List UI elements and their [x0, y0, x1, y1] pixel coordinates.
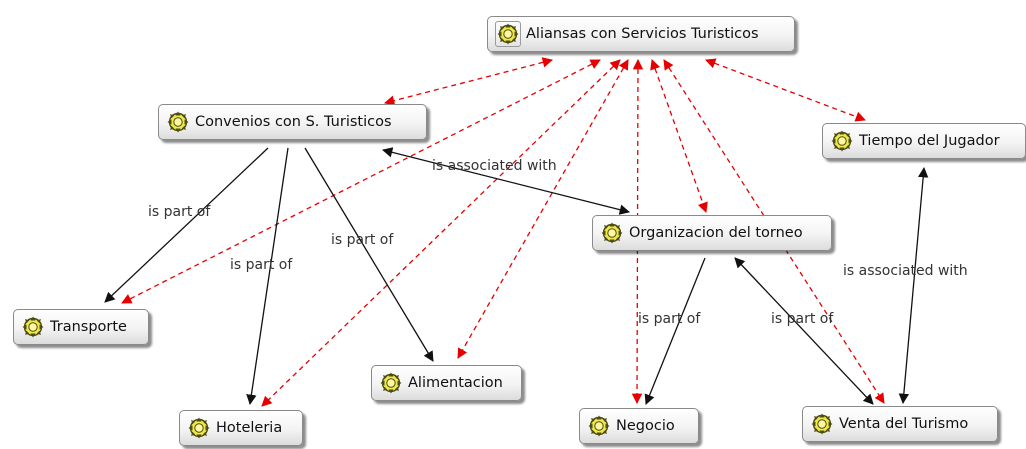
edge-label-org-venta: is part of	[771, 311, 834, 327]
edge-root-tiempo[interactable]	[705, 58, 866, 122]
edge-root-venta[interactable]	[663, 59, 885, 404]
node-label: Negocio	[616, 418, 675, 434]
edge-label-conv-hoteleria: is part of	[230, 257, 293, 273]
node-label: Transporte	[50, 319, 127, 335]
concept-node-venta[interactable]: Venta del Turismo	[802, 406, 998, 442]
node-label: Convenios con S. Turisticos	[195, 114, 392, 130]
concept-icon	[811, 413, 833, 435]
concept-node-transporte[interactable]: Transporte	[13, 309, 149, 345]
edge-root-transporte[interactable]	[121, 59, 601, 304]
node-label: Organizacion del torneo	[629, 225, 803, 241]
concept-icon	[22, 316, 44, 338]
concept-icon	[380, 372, 402, 394]
concept-node-convenios[interactable]: Convenios con S. Turisticos	[158, 104, 427, 140]
node-label: Hoteleria	[216, 420, 283, 436]
edge-tiempo-venta[interactable]	[898, 166, 929, 405]
concept-icon	[588, 415, 610, 437]
node-label: Alimentacion	[408, 375, 503, 391]
concept-node-tiempo[interactable]: Tiempo del Jugador	[822, 123, 1026, 159]
concept-node-root[interactable]: Aliansas con Servicios Turisticos	[487, 16, 795, 52]
concept-icon	[167, 111, 189, 133]
edge-label-org-negocio: is part of	[638, 311, 701, 327]
concept-node-alimentacion[interactable]: Alimentacion	[371, 365, 522, 401]
edge-root-alimentacion[interactable]	[457, 59, 629, 359]
node-label: Tiempo del Jugador	[859, 133, 1000, 149]
concept-node-negocio[interactable]: Negocio	[579, 408, 699, 444]
node-label: Aliansas con Servicios Turisticos	[526, 26, 759, 42]
edge-label-conv-org: is associated with	[432, 158, 557, 174]
edge-convenios-organizacion[interactable]	[381, 147, 631, 215]
edge-label-tiempo-venta: is associated with	[843, 263, 968, 279]
edge-organizacion-venta[interactable]	[734, 257, 874, 405]
concept-node-hoteleria[interactable]: Hoteleria	[179, 410, 303, 446]
edge-convenios-hoteleria[interactable]	[246, 147, 289, 406]
edge-label-conv-transporte: is part of	[148, 204, 211, 220]
edge-label-conv-alimentacion: is part of	[331, 232, 394, 248]
concept-icon	[495, 21, 521, 47]
concept-node-organizacion[interactable]: Organizacion del torneo	[592, 215, 832, 251]
concept-icon	[601, 222, 623, 244]
node-label: Venta del Turismo	[839, 416, 969, 432]
edge-convenios-transporte[interactable]	[104, 147, 269, 303]
concept-icon	[831, 130, 853, 152]
concept-icon	[188, 417, 210, 439]
edge-convenios-alimentacion[interactable]	[304, 147, 434, 362]
edge-organizacion-negocio[interactable]	[644, 257, 706, 405]
